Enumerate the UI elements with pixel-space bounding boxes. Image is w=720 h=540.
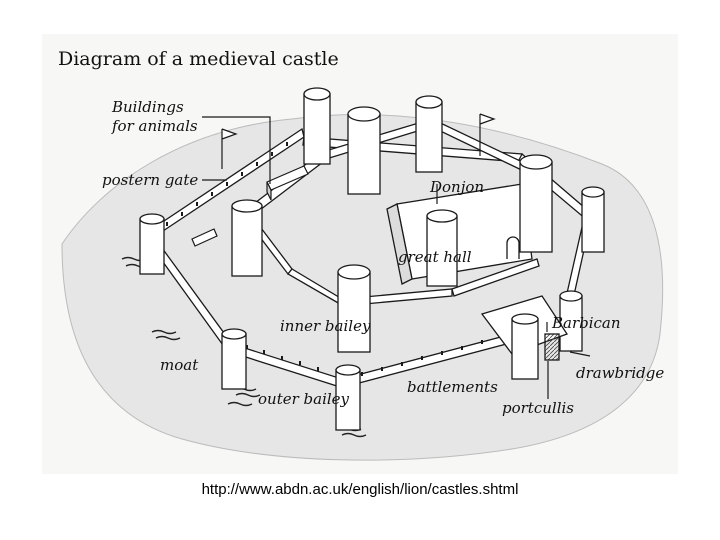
label-drawbridge: drawbridge (576, 364, 665, 382)
label-portcullis: portcullis (502, 399, 574, 417)
castle-diagram: Diagram of a medieval castle Buildings f… (42, 34, 678, 474)
label-inner-bailey: inner bailey (280, 317, 371, 335)
barbican-gatehouse (480, 295, 568, 380)
label-barbican: Barbican (552, 314, 621, 332)
label-buildings-line2: for animals (112, 117, 198, 135)
label-moat: moat (160, 356, 199, 374)
label-buildings-for-animals: Buildings for animals (112, 98, 198, 136)
inner-towers (231, 87, 553, 353)
flags (221, 113, 496, 169)
label-donjon: Donjon (430, 178, 485, 196)
diagram-title: Diagram of a medieval castle (58, 48, 339, 70)
outer-wall-crenels (166, 142, 483, 376)
label-postern-gate: postern gate (102, 171, 199, 189)
label-great-hall: great hall (398, 248, 472, 266)
castle-illustration (61, 87, 664, 461)
leader-lines (202, 116, 591, 399)
animal-buildings (191, 165, 309, 247)
label-outer-bailey: outer bailey (258, 390, 350, 408)
label-buildings-line1: Buildings (112, 98, 184, 116)
source-url: http://www.abdn.ac.uk/english/lion/castl… (201, 481, 519, 498)
label-battlements: battlements (407, 378, 498, 396)
outer-towers (139, 186, 605, 431)
